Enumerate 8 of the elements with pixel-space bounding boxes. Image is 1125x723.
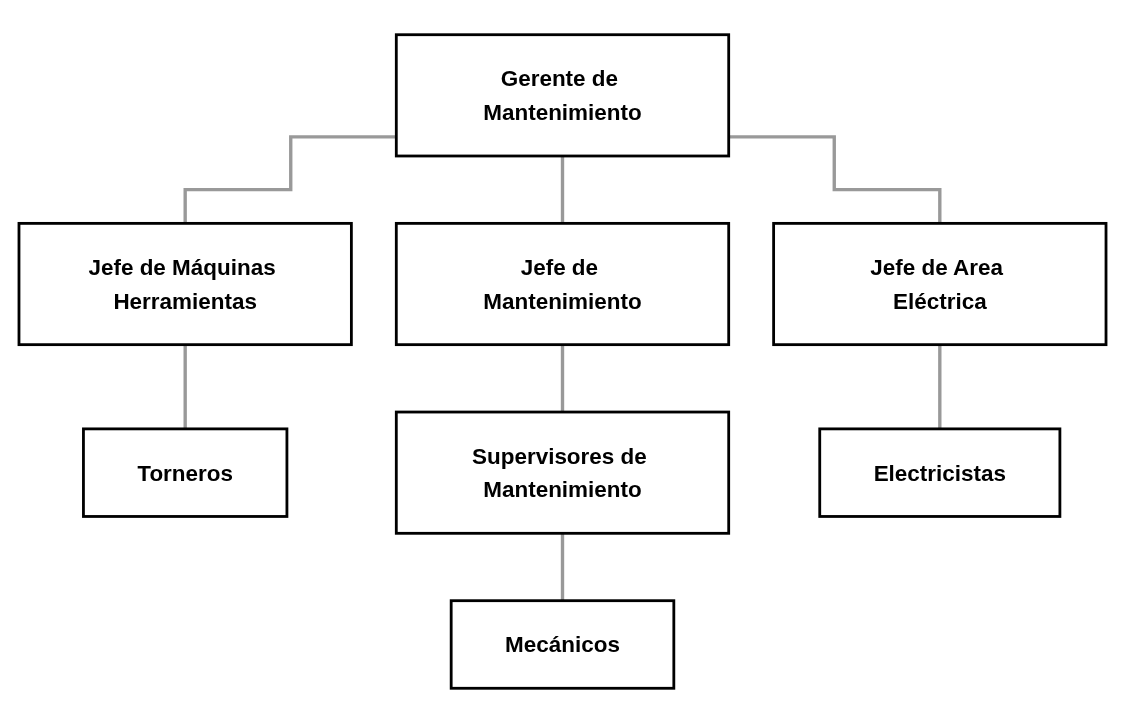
node-box: Jefe de Area Eléctrica bbox=[772, 221, 1108, 347]
node-box: Gerente de Mantenimiento bbox=[394, 33, 731, 158]
node-box: Electricistas bbox=[818, 427, 1062, 518]
node-box: Jefe de Máquinas Herramientas bbox=[17, 221, 353, 347]
node-box: Jefe de Mantenimiento bbox=[394, 221, 731, 347]
node-box: Supervisores de Mantenimiento bbox=[394, 410, 731, 535]
node-box: Mecánicos bbox=[449, 599, 676, 690]
node-box: Torneros bbox=[82, 427, 289, 518]
